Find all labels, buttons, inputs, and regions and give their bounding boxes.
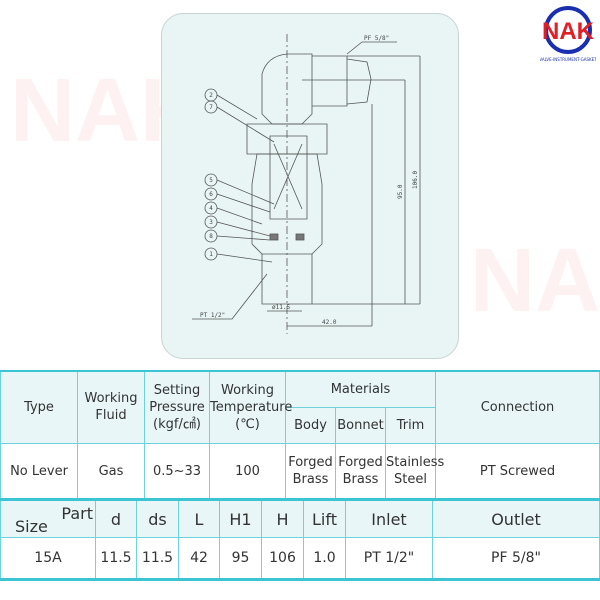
header-body: Body xyxy=(285,406,336,444)
header-pressure: Setting Pressure (kgf/㎠) xyxy=(144,370,210,444)
nak-logo: NAK VALVE-INSTRUMENT-GASKET xyxy=(539,4,597,64)
header-bonnet: Bonnet xyxy=(335,406,386,444)
cell-inlet: PT 1/2" xyxy=(345,537,433,580)
dimension-table: Part Size d ds L H1 H Lift Inlet Outlet … xyxy=(0,498,600,581)
table-row: No Lever Gas 0.5~33 100 Forged Brass For… xyxy=(0,442,600,500)
cell-h: 106 xyxy=(261,537,304,580)
part-number: 3 xyxy=(209,219,213,226)
svg-text:NAK: NAK xyxy=(542,18,595,45)
part-number: 1 xyxy=(209,251,213,258)
header-connection: Connection xyxy=(435,370,600,444)
width-label: 42.0 xyxy=(322,319,337,326)
cell-fluid: Gas xyxy=(77,442,145,500)
spec-table: Type Working Fluid Setting Pressure (kgf… xyxy=(0,370,600,500)
dimension-lines xyxy=(192,41,421,327)
cell-bonnet: Forged Brass xyxy=(335,442,386,500)
header-h1: H1 xyxy=(219,499,262,538)
svg-text:VALVE-INSTRUMENT-GASKET: VALVE-INSTRUMENT-GASKET xyxy=(540,57,596,62)
header-outlet: Outlet xyxy=(432,499,600,538)
inlet-label: PT 1/2" xyxy=(200,312,225,319)
valve-drawing-panel: PF 5/8" PT 1/2" ø11.5 42.0 95.0 106.0 2 … xyxy=(161,13,459,359)
part-number: 7 xyxy=(209,104,213,111)
header-size-part: Part Size xyxy=(0,499,96,538)
part-number: 4 xyxy=(209,205,213,212)
cell-h1: 95 xyxy=(219,537,262,580)
cell-type: No Lever xyxy=(0,442,78,500)
header-trim: Trim xyxy=(384,406,437,444)
cell-outlet: PF 5/8" xyxy=(432,537,600,580)
h1-label: 95.0 xyxy=(397,184,404,199)
table-row: 15A 11.5 11.5 42 95 106 1.0 PT 1/2" PF 5… xyxy=(0,537,600,580)
header-l: L xyxy=(178,499,220,538)
header-type: Type xyxy=(0,370,78,444)
header-fluid: Working Fluid xyxy=(77,370,145,444)
h-label: 106.0 xyxy=(412,171,419,189)
header-lift: Lift xyxy=(303,499,346,538)
cell-temperature: 100 xyxy=(209,442,286,500)
diameter-label: ø11.5 xyxy=(272,304,290,311)
part-number: 2 xyxy=(209,92,213,99)
cell-trim: Stainless Steel xyxy=(384,442,444,500)
cell-pressure: 0.5~33 xyxy=(144,442,210,500)
cell-d: 11.5 xyxy=(95,537,137,580)
cell-ds: 11.5 xyxy=(136,537,179,580)
header-temperature: Working Temperature (℃) xyxy=(209,370,292,444)
cell-connection: PT Screwed xyxy=(435,442,600,500)
cell-l: 42 xyxy=(178,537,220,580)
valve-body xyxy=(246,34,372,334)
cell-lift: 1.0 xyxy=(303,537,346,580)
cell-body: Forged Brass xyxy=(285,442,336,500)
watermark: NAK xyxy=(470,231,600,331)
header-part: Part xyxy=(61,504,93,523)
header-size: Size xyxy=(15,517,48,536)
outlet-label: PF 5/8" xyxy=(364,35,389,42)
header-ds: ds xyxy=(136,499,179,538)
header-inlet: Inlet xyxy=(345,499,433,538)
header-materials: Materials xyxy=(284,370,437,408)
cell-size: 15A xyxy=(0,537,96,580)
part-number: 5 xyxy=(209,177,213,184)
header-h: H xyxy=(261,499,304,538)
part-number: 8 xyxy=(209,233,213,240)
part-number: 6 xyxy=(209,191,213,198)
header-d: d xyxy=(95,499,137,538)
part-callouts: 2 7 5 6 4 3 8 1 xyxy=(204,88,275,263)
